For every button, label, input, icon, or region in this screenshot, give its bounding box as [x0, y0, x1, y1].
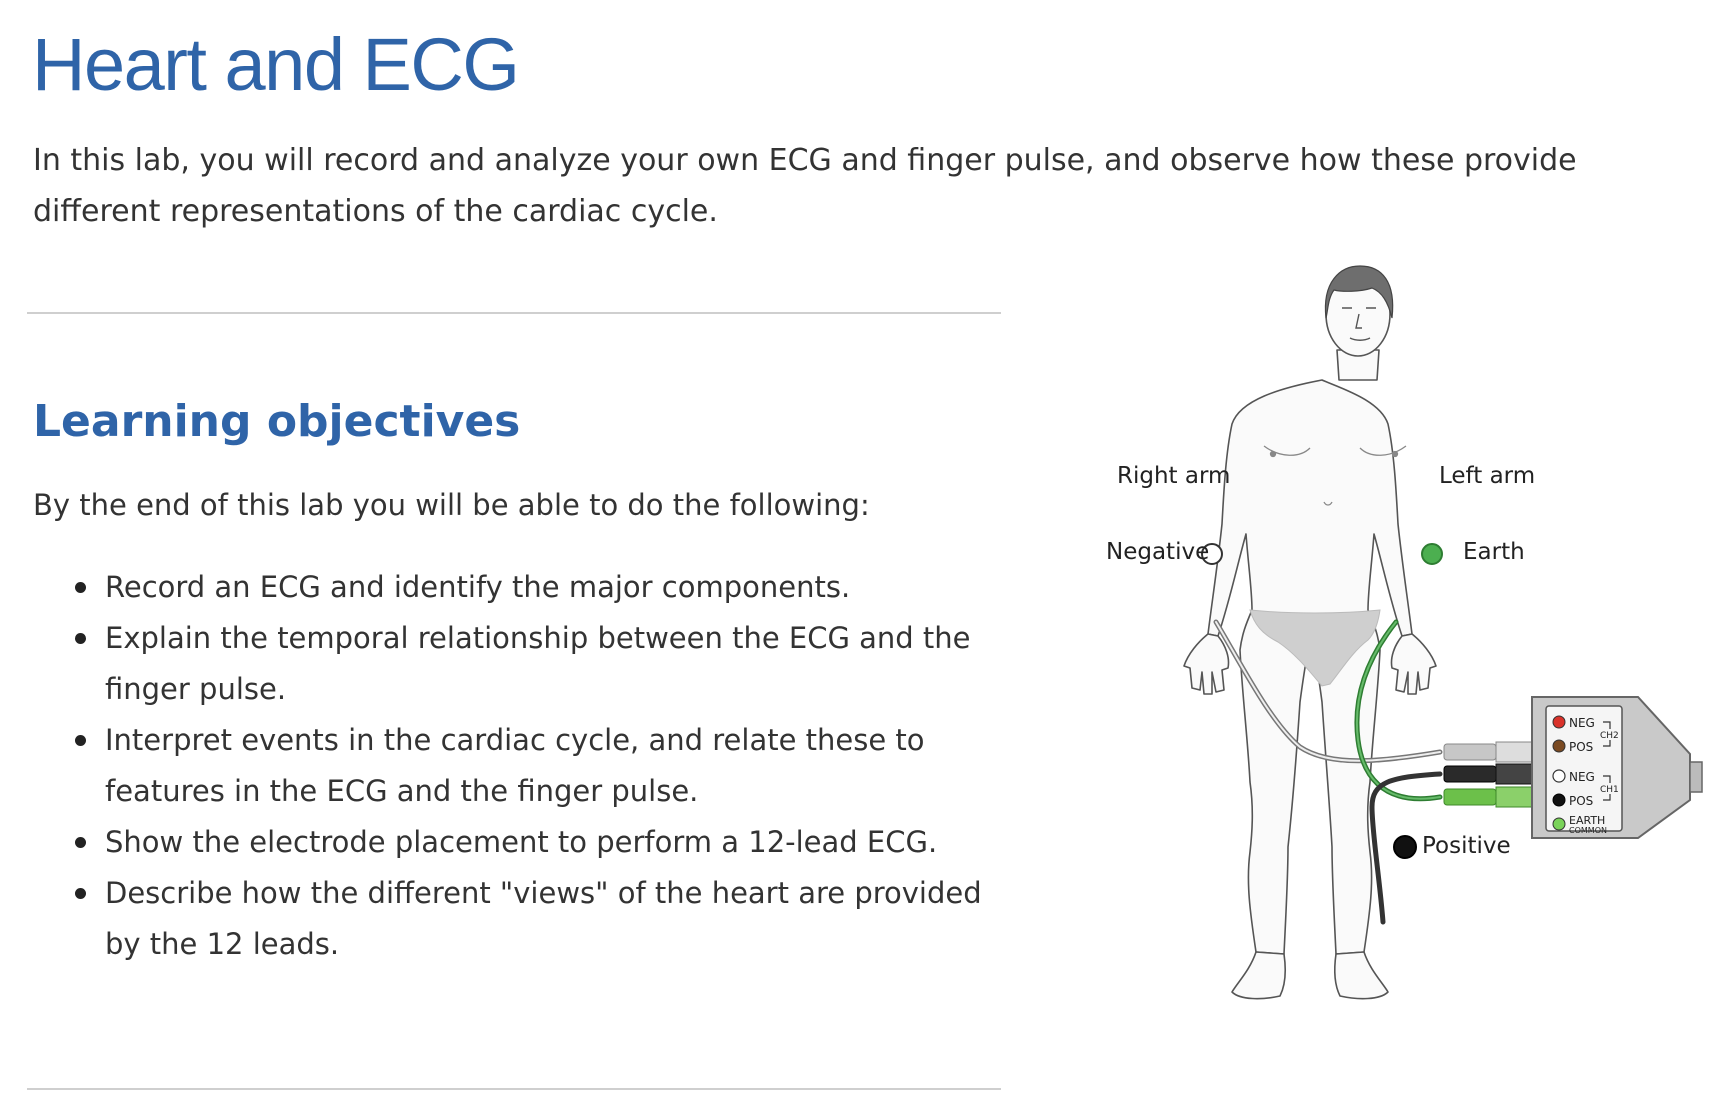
electrode-cables — [1213, 619, 1443, 925]
negative-label: Negative — [1106, 539, 1210, 565]
device-pos-label-ch1: POS — [1569, 794, 1593, 808]
device-neg-label-ch1: NEG — [1569, 770, 1595, 784]
hair — [1324, 265, 1394, 319]
left-arm-label: Left arm — [1439, 463, 1536, 489]
intro-paragraph: In this lab, you will record and analyze… — [33, 143, 1577, 229]
objective-item: Describe how the different "views" of th… — [33, 868, 993, 970]
torso-details — [1263, 445, 1407, 506]
section-divider-top — [27, 312, 1001, 314]
cable-connectors — [1443, 741, 1533, 808]
objective-item: Record an ECG and identify the major com… — [33, 562, 993, 613]
face — [1342, 307, 1376, 341]
objective-item: Explain the temporal relationship betwee… — [33, 613, 993, 715]
device-pos-label-ch2: POS — [1569, 740, 1593, 754]
human-body-illustration: NEG POS CH2 NEG POS CH1 EARTH COMMON — [1183, 265, 1703, 1000]
device-earth-label: EARTH — [1569, 814, 1605, 827]
body-outline — [1183, 271, 1437, 1000]
negative-electrode — [1201, 543, 1223, 565]
device-common-label: COMMON — [1569, 826, 1607, 835]
learning-objectives-heading: Learning objectives — [33, 396, 521, 447]
objectives-lead: By the end of this lab you will be able … — [33, 488, 870, 522]
objective-item: Show the electrode placement to perform … — [33, 817, 993, 868]
positive-label: Positive — [1422, 833, 1511, 859]
objectives-list: Record an ECG and identify the major com… — [33, 562, 993, 970]
bio-amp-device: NEG POS CH2 NEG POS CH1 EARTH COMMON — [1531, 696, 1703, 839]
right-arm-label: Right arm — [1117, 463, 1231, 489]
device-ch2-label: CH2 — [1600, 731, 1619, 741]
page-title: Heart and ECG — [32, 23, 520, 106]
objective-item: Interpret events in the cardiac cycle, a… — [33, 715, 993, 817]
underwear — [1249, 609, 1381, 687]
section-divider-bottom — [27, 1088, 1001, 1090]
electrode-placement-figure: NEG POS CH2 NEG POS CH1 EARTH COMMON Rig… — [1090, 262, 1710, 1022]
earth-label: Earth — [1463, 539, 1525, 565]
positive-electrode — [1393, 835, 1417, 859]
device-neg-label-ch2: NEG — [1569, 716, 1595, 730]
device-ch1-label: CH1 — [1600, 785, 1619, 795]
earth-electrode — [1421, 543, 1443, 565]
